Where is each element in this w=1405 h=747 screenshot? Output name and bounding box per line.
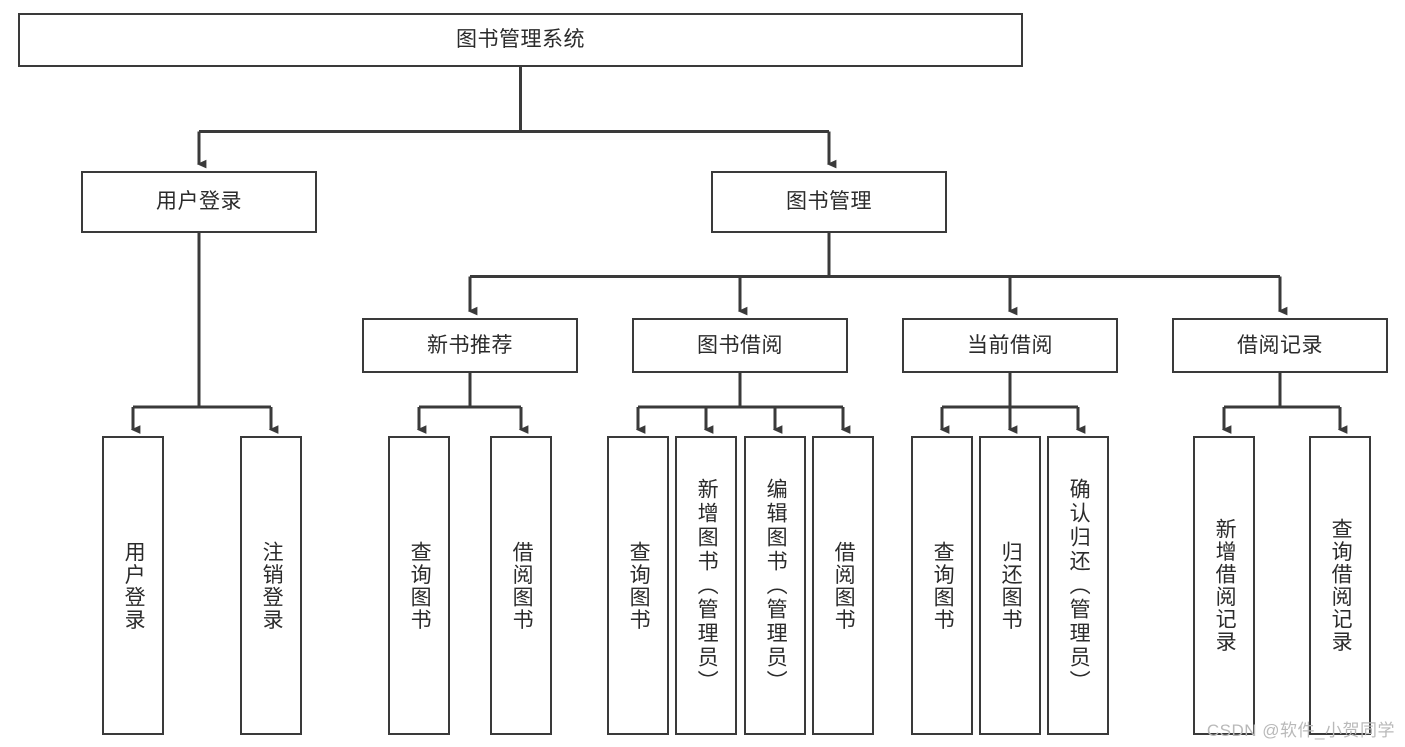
node-label: 归还图书: [999, 540, 1023, 631]
node-label: 借阅记录: [1237, 333, 1323, 357]
node-user-login[interactable]: 用户登录: [81, 171, 317, 233]
node-label: 查询借阅记录: [1329, 518, 1353, 653]
node-label: 确认归还（管理员）: [1067, 477, 1091, 694]
node-label: 注销登录: [260, 540, 284, 631]
node-label: 查询图书: [627, 540, 651, 631]
node-label: 借阅图书: [510, 540, 534, 631]
node-label: 查询图书: [931, 540, 955, 631]
leaf-add-book-admin[interactable]: 新增图书（管理员）: [675, 436, 737, 735]
node-label: 查询图书: [408, 540, 432, 631]
node-new-book-recommend[interactable]: 新书推荐: [362, 318, 578, 373]
node-label: 当前借阅: [967, 333, 1053, 357]
leaf-search-books-current[interactable]: 查询图书: [911, 436, 973, 735]
leaf-confirm-return-admin[interactable]: 确认归还（管理员）: [1047, 436, 1109, 735]
leaf-edit-book-admin[interactable]: 编辑图书（管理员）: [744, 436, 806, 735]
leaf-borrow-books[interactable]: 借阅图书: [812, 436, 874, 735]
leaf-search-borrow-record[interactable]: 查询借阅记录: [1309, 436, 1371, 735]
node-current-borrow[interactable]: 当前借阅: [902, 318, 1118, 373]
node-label: 新增图书（管理员）: [695, 477, 719, 694]
leaf-borrow-books-recommend[interactable]: 借阅图书: [490, 436, 552, 735]
node-label: 用户登录: [156, 190, 242, 214]
leaf-logout[interactable]: 注销登录: [240, 436, 302, 735]
node-book-borrow[interactable]: 图书借阅: [632, 318, 848, 373]
leaf-add-borrow-record[interactable]: 新增借阅记录: [1193, 436, 1255, 735]
node-label: 图书借阅: [697, 333, 783, 357]
node-label: 图书管理系统: [456, 28, 585, 52]
node-label: 用户登录: [122, 540, 146, 631]
leaf-return-books[interactable]: 归还图书: [979, 436, 1041, 735]
node-label: 新书推荐: [427, 333, 513, 357]
node-root-system[interactable]: 图书管理系统: [18, 13, 1023, 67]
node-borrow-records[interactable]: 借阅记录: [1172, 318, 1388, 373]
watermark: CSDN @软件_小贺同学: [1206, 721, 1395, 740]
node-label: 新增借阅记录: [1213, 518, 1237, 653]
node-label: 编辑图书（管理员）: [764, 477, 788, 694]
leaf-search-books-recommend[interactable]: 查询图书: [388, 436, 450, 735]
leaf-user-login[interactable]: 用户登录: [102, 436, 164, 735]
node-label: 图书管理: [786, 190, 872, 214]
node-book-management[interactable]: 图书管理: [711, 171, 947, 233]
leaf-search-books-borrow[interactable]: 查询图书: [607, 436, 669, 735]
node-label: 借阅图书: [832, 540, 856, 631]
